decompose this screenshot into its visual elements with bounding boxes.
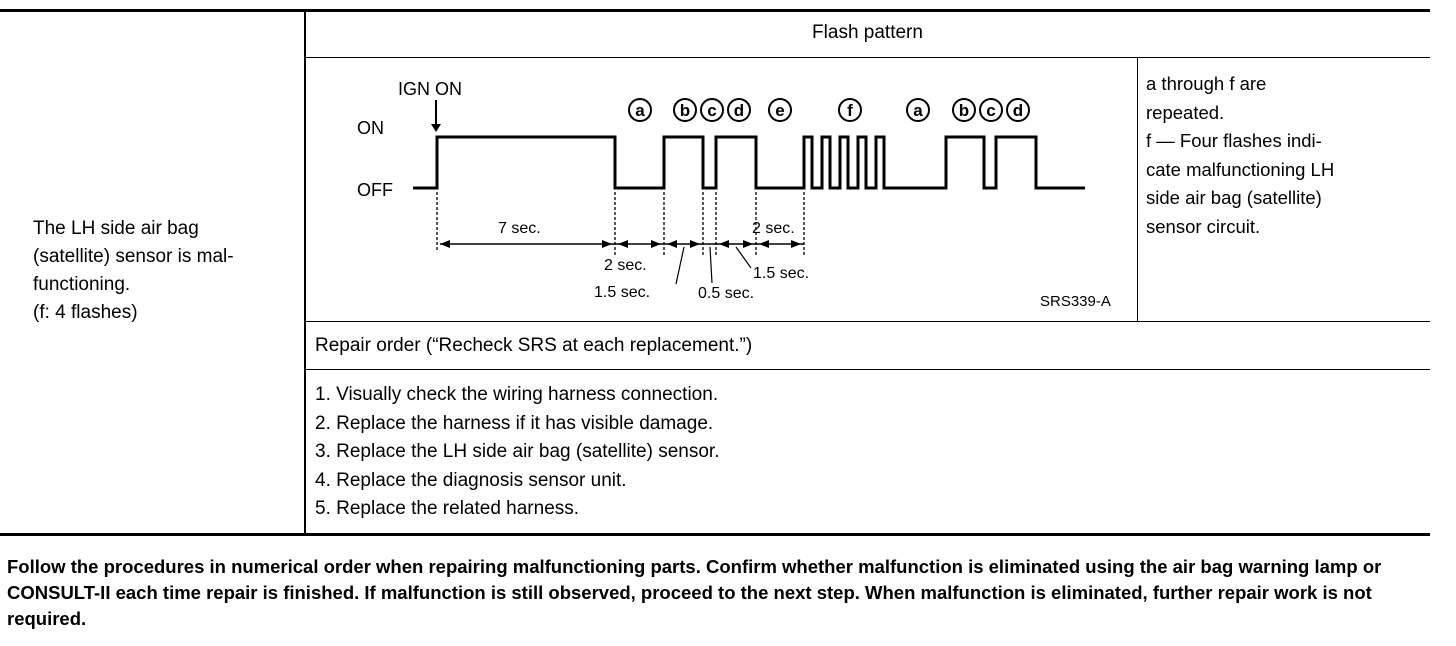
marker-label: c xyxy=(986,101,995,120)
duration-label: 2 sec. xyxy=(604,257,647,274)
header-rule xyxy=(305,57,1430,58)
duration-label: 1.5 sec. xyxy=(753,265,809,282)
condition-line: (satellite) sensor is mal- xyxy=(33,246,234,267)
marker-label: b xyxy=(959,101,969,120)
repair-step: 4. Replace the diagnosis sensor unit. xyxy=(315,469,627,491)
note-line: repeated. xyxy=(1146,101,1225,123)
note-line: f — Four flashes indi- xyxy=(1146,130,1322,151)
repair-steps: 1. Visually check the wiring harness con… xyxy=(315,381,720,524)
marker-label: d xyxy=(1013,101,1023,120)
marker-label: d xyxy=(734,101,744,120)
marker-label: a xyxy=(913,101,923,120)
table-bottom-rule xyxy=(0,533,1430,536)
note-divider xyxy=(1137,57,1138,322)
condition-line: (f: 4 flashes) xyxy=(33,302,138,323)
flash-pattern-header: Flash pattern xyxy=(812,22,923,43)
repair-step: 2. Replace the harness if it has visible… xyxy=(315,412,714,434)
pattern-note: a through f are repeated. f — Four flash… xyxy=(1146,70,1334,241)
diagram-bottom-rule xyxy=(305,321,1430,322)
duration-label: 2 sec. xyxy=(752,220,795,237)
marker-label: e xyxy=(775,101,784,120)
repair-order-header: Repair order (“Recheck SRS at each repla… xyxy=(315,335,753,356)
table-top-rule xyxy=(0,9,1430,12)
column-divider xyxy=(304,11,306,534)
repair-step: 1. Visually check the wiring harness con… xyxy=(315,384,719,405)
flash-waveform xyxy=(413,135,1085,190)
footer-note: Follow the procedures in numerical order… xyxy=(7,556,1382,629)
note-line: cate malfunctioning LH xyxy=(1146,158,1335,180)
on-label: ON xyxy=(357,118,384,138)
marker-label: f xyxy=(847,101,853,120)
marker-label: a xyxy=(635,101,645,120)
duration-label: 0.5 sec. xyxy=(698,285,754,302)
arrow-head xyxy=(431,124,441,132)
condition-text: The LH side air bag (satellite) sensor i… xyxy=(33,215,234,327)
note-line: side air bag (satellite) xyxy=(1146,187,1322,208)
off-label: OFF xyxy=(357,180,393,200)
repair-header-rule xyxy=(305,369,1430,370)
marker-label: c xyxy=(707,101,716,120)
flash-pattern-diagram: IGN ON ON OFF a b c d e f a b c d 7 xyxy=(357,79,1111,310)
repair-step: 3. Replace the LH side air bag (satellit… xyxy=(315,441,720,462)
ref-code: SRS339-A xyxy=(1040,293,1111,310)
ign-on-label: IGN ON xyxy=(398,79,462,99)
leader-lines xyxy=(675,246,752,285)
marker-group: a b c d e f a b c d xyxy=(628,98,1030,122)
condition-line: functioning. xyxy=(33,274,131,295)
duration-label: 1.5 sec. xyxy=(594,284,650,301)
note-line: a through f are xyxy=(1146,73,1267,94)
duration-label: 7 sec. xyxy=(498,220,541,237)
marker-label: b xyxy=(680,101,690,120)
note-line: sensor circuit. xyxy=(1146,215,1261,237)
condition-line: The LH side air bag xyxy=(33,218,199,239)
repair-step: 5. Replace the related harness. xyxy=(315,498,580,519)
